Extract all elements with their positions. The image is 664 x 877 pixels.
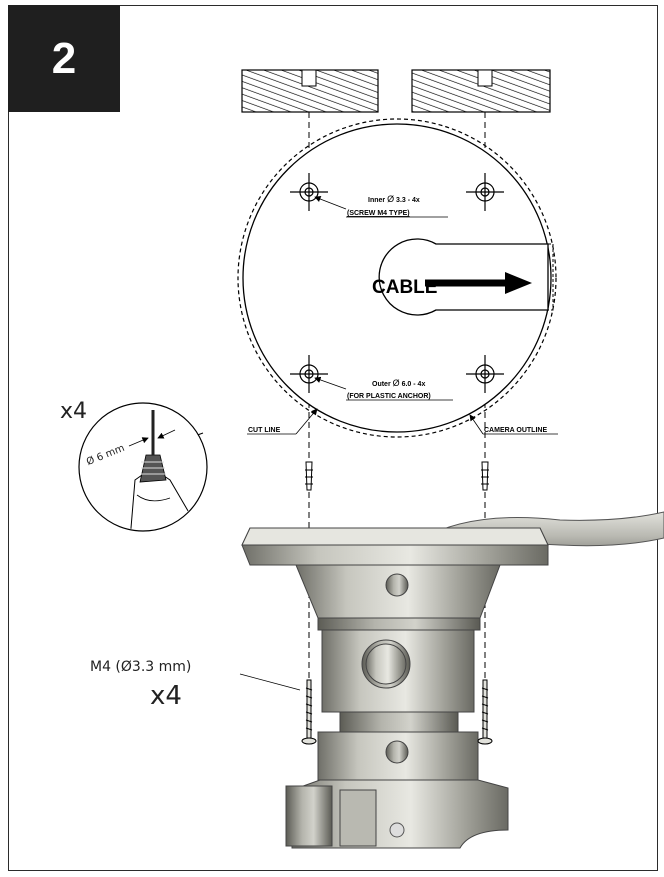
anchor-left [305,462,313,490]
outer-hole-note: (FOR PLASTIC ANCHOR) [347,393,431,400]
drill-count: x4 [60,399,87,424]
screw-right [478,680,492,744]
drill-detail: Ø 6 mm [79,403,207,540]
camera-outline-label: CAMERA OUTLINE [484,427,547,434]
screw-spec: M4 (Ø3.3 mm) [90,659,191,675]
ceiling-section [242,70,550,112]
cable-label: CABLE [372,277,437,298]
anchor-right [481,462,489,490]
cut-line-label: CUT LINE [248,427,281,434]
plastic-anchors [305,462,489,490]
screw-left [302,680,316,744]
inner-hole-note: (SCREW M4 TYPE) [347,210,410,217]
pendant-mount [242,528,548,848]
screw-count: x4 [150,681,182,711]
